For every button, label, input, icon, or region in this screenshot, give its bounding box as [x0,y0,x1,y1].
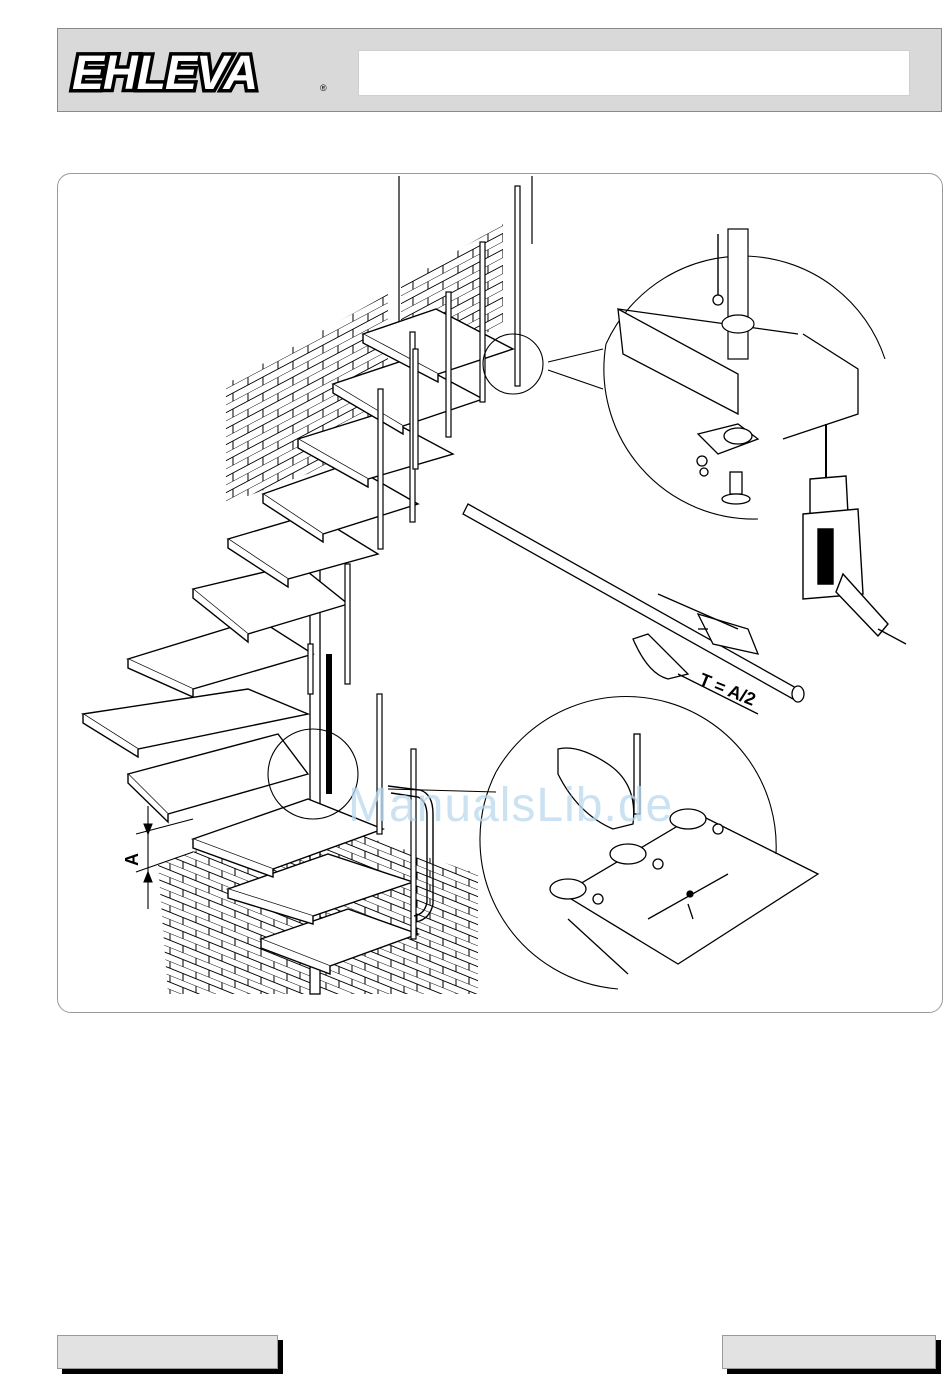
stair-assembly-figure: A [57,173,943,1013]
logo-text: EHLEVA [72,47,257,100]
footer-tab-right [722,1335,936,1369]
handrail-cut-detail [463,504,804,714]
stair-illustration: A [58,174,943,1013]
registered-mark: ® [320,83,327,93]
label-a: A [122,853,142,866]
formula-t: T = A/2 [697,669,759,710]
title-box [358,50,910,96]
watermark: ManualsLib.de [348,778,673,833]
drill [803,424,906,644]
detail-tube [722,229,754,359]
marking-treads [550,734,818,974]
footer-tab-left [57,1335,278,1369]
header-bar: EHLEVA ® [57,28,942,112]
ehleva-logo: EHLEVA ® [68,39,338,101]
